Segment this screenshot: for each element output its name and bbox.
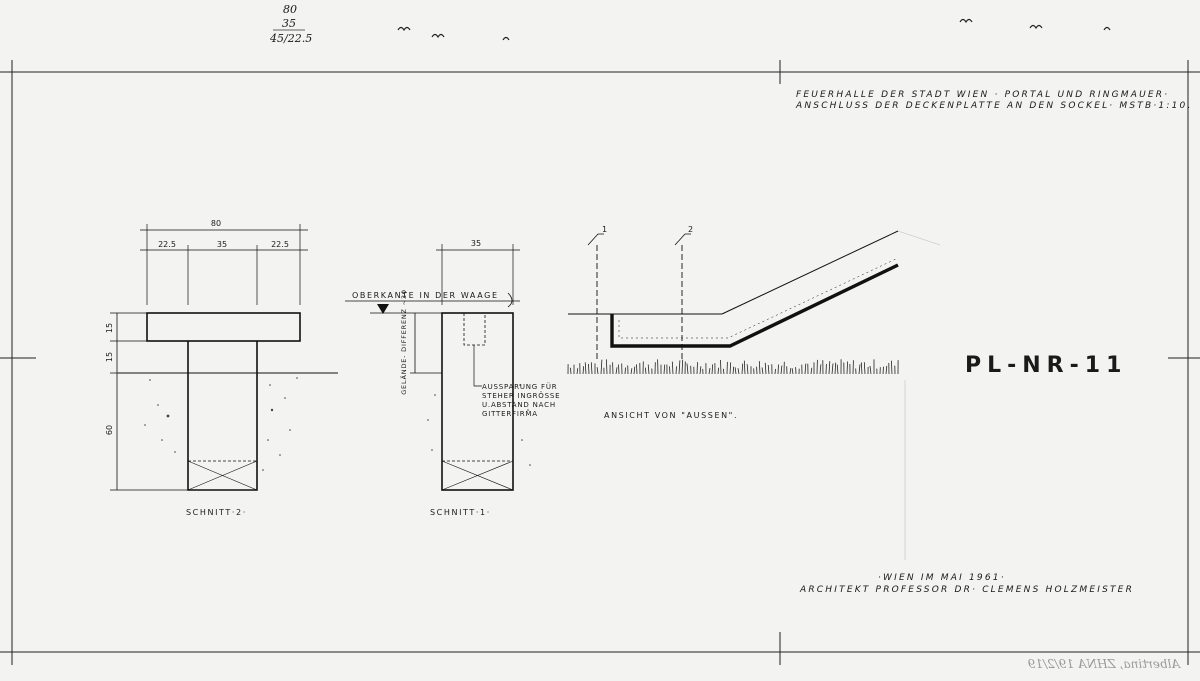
recess-note: AUSSPARUNG FÜR STEHER INGRÖSSE U.ABSTAND… [482, 382, 560, 418]
svg-text:45/22.5: 45/22.5 [269, 32, 312, 45]
svg-text:15: 15 [105, 323, 114, 333]
sheet-border [0, 60, 1200, 665]
svg-text:STEHER INGRÖSSE: STEHER INGRÖSSE [482, 391, 560, 400]
plan-number: PL-NR-11 [965, 353, 1127, 378]
grass-strip [567, 359, 899, 375]
signature-block: ·WIEN IM MAI 1961· ARCHITEKT PROFESSOR D… [799, 573, 1134, 595]
svg-text:AUSSPARUNG FÜR: AUSSPARUNG FÜR [482, 382, 557, 391]
svg-text:1: 1 [602, 225, 607, 234]
svg-text:FEUERHALLE DER STADT WIEN · PO: FEUERHALLE DER STADT WIEN · PORTAL UND R… [796, 90, 1169, 100]
svg-text:·WIEN IM MAI 1961·: ·WIEN IM MAI 1961· [878, 573, 1006, 583]
svg-text:Albertina, ZHNA 19/2/19: Albertina, ZHNA 19/2/19 [1027, 657, 1181, 671]
svg-text:15: 15 [105, 352, 114, 362]
title-block: FEUERHALLE DER STADT WIEN · PORTAL UND R… [795, 90, 1193, 111]
svg-text:2: 2 [688, 225, 693, 234]
section-2-caption: SCHNITT·2· [186, 508, 247, 517]
svg-text:80: 80 [283, 3, 297, 16]
svg-text:GITTERFIRMA: GITTERFIRMA [482, 410, 538, 418]
elevation-caption: ANSICHT VON "AUSSEN". [604, 411, 738, 420]
svg-text:ARCHITEKT PROFESSOR DR· CLEMEN: ARCHITEKT PROFESSOR DR· CLEMENS HOLZMEIS… [799, 585, 1134, 595]
elevation-drawing [568, 230, 941, 362]
level-label: OBERKANTE IN DER WAAGE [352, 291, 499, 300]
section-1-drawing [345, 244, 520, 491]
section-1-earth-dots [427, 384, 531, 466]
svg-text:60: 60 [105, 425, 114, 435]
section-1-caption: SCHNITT·1· [430, 508, 491, 517]
handwritten-note: 80 35 45/22.5 [269, 3, 312, 45]
svg-text:80: 80 [211, 219, 221, 228]
archive-stamp: Albertina, ZHNA 19/2/19 [1027, 657, 1181, 671]
svg-text:22.5: 22.5 [158, 240, 176, 249]
section-2-earth-dots [144, 377, 298, 471]
level-marker-icon [377, 304, 389, 314]
svg-text:35: 35 [217, 240, 227, 249]
section-2-drawing [110, 224, 338, 491]
svg-text:U.ABSTAND NACH: U.ABSTAND NACH [482, 401, 556, 409]
svg-text:35: 35 [282, 17, 296, 30]
pin-marks [397, 18, 1111, 41]
svg-text:22.5: 22.5 [271, 240, 289, 249]
section-1-dim-top: 35 [471, 239, 481, 248]
svg-text:ANSCHLUSS DER DECKENPLATTE AN: ANSCHLUSS DER DECKENPLATTE AN DEN SOCKEL… [795, 101, 1193, 111]
section-2-dimensions: 80 22.5 35 22.5 15 15 60 [105, 219, 289, 435]
slope-note: GELÄNDE- DIFFERENZ ~30 [399, 289, 408, 395]
elevation-markers: 1 2 [602, 225, 693, 234]
